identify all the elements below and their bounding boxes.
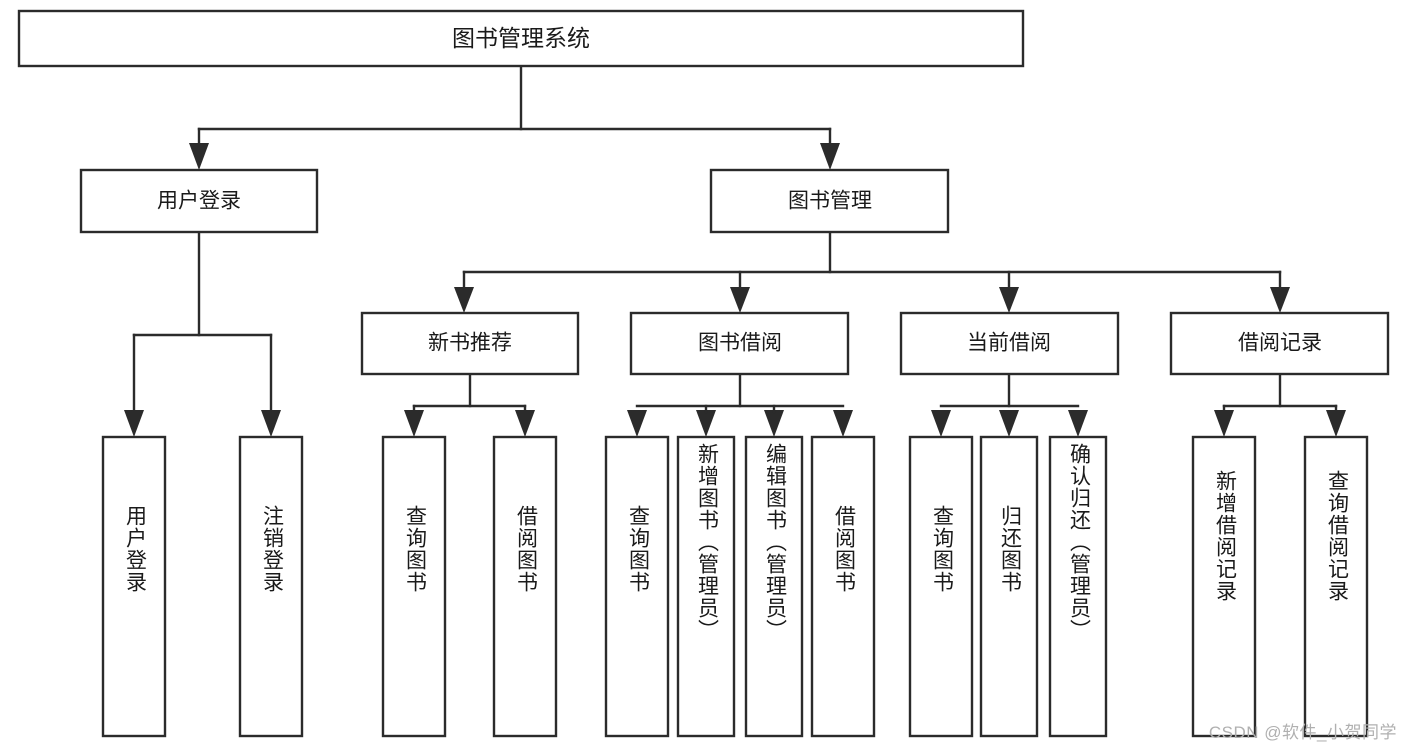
- arrow-head-leaf-return-book: [999, 410, 1019, 437]
- arrow-head-new-book-recommend: [454, 287, 474, 313]
- arrow-head-leaf-borrow-book-2: [833, 410, 853, 437]
- leaf-box-logout-login[interactable]: [238, 435, 304, 738]
- connector-book-management-to-level3: [454, 230, 1290, 313]
- connector-borrow-record-to-leaves: [1214, 372, 1346, 437]
- leaf-box-return-book[interactable]: [979, 435, 1039, 738]
- node-borrow-record-box[interactable]: [1169, 311, 1390, 376]
- node-root-label: 图书管理系统: [452, 25, 590, 51]
- node-borrow-record[interactable]: 借阅记录: [1169, 311, 1390, 376]
- leaf-boxes-borrow-record: [1191, 435, 1369, 738]
- leaf-box-query-book-1[interactable]: [381, 435, 447, 738]
- leaf-boxes-user-login: [101, 435, 304, 738]
- leaf-box-add-book-admin[interactable]: [676, 435, 736, 738]
- arrow-head-current-borrow: [999, 287, 1019, 313]
- arrow-head-leaf-query-book-1: [404, 410, 424, 437]
- connector-current-borrow-to-leaves: [931, 372, 1088, 437]
- node-book-borrow-box[interactable]: [629, 311, 850, 376]
- node-current-borrow[interactable]: 当前借阅: [899, 311, 1120, 376]
- connector-root-to-level2: [189, 64, 840, 170]
- leaf-box-query-book-2[interactable]: [604, 435, 670, 738]
- arrow-head-user-login: [189, 143, 209, 170]
- node-user-login-label: 用户登录: [157, 190, 241, 213]
- watermark-text: CSDN @软件_小贺同学: [1208, 723, 1397, 742]
- arrow-head-leaf-confirm-return-admin: [1068, 410, 1088, 437]
- leaf-box-borrow-book-2[interactable]: [810, 435, 876, 738]
- leaf-boxes-new-book-recommend: [381, 435, 558, 738]
- arrow-head-leaf-add-borrow-record: [1214, 410, 1234, 437]
- leaf-box-add-borrow-record[interactable]: [1191, 435, 1257, 738]
- leaf-box-borrow-book-1[interactable]: [492, 435, 558, 738]
- node-new-book-recommend-box[interactable]: [360, 311, 580, 376]
- arrow-head-leaf-edit-book-admin: [764, 410, 784, 437]
- node-book-management-box[interactable]: [709, 168, 950, 234]
- node-current-borrow-label: 当前借阅: [967, 332, 1051, 355]
- leaf-boxes-current-borrow: [908, 435, 1108, 738]
- node-new-book-recommend[interactable]: 新书推荐: [360, 311, 580, 376]
- connector-new-book-to-leaves: [404, 372, 535, 437]
- leaf-box-user-login[interactable]: [101, 435, 167, 738]
- arrow-head-book-management: [820, 143, 840, 170]
- leaf-box-edit-book-admin[interactable]: [744, 435, 804, 738]
- arrow-head-book-borrow: [730, 287, 750, 313]
- node-user-login-box[interactable]: [79, 168, 319, 234]
- connector-book-borrow-to-leaves: [627, 372, 853, 437]
- leaf-box-query-book-3[interactable]: [908, 435, 974, 738]
- arrow-head-borrow-record: [1270, 287, 1290, 313]
- leaf-box-query-borrow-record[interactable]: [1303, 435, 1369, 738]
- node-current-borrow-box[interactable]: [899, 311, 1120, 376]
- arrow-head-leaf-user-login: [124, 410, 144, 437]
- node-borrow-record-label: 借阅记录: [1238, 332, 1322, 355]
- leaf-boxes-book-borrow: [604, 435, 876, 738]
- node-book-borrow-label: 图书借阅: [698, 332, 782, 355]
- arrow-head-leaf-borrow-book-1: [515, 410, 535, 437]
- node-new-book-recommend-label: 新书推荐: [428, 332, 512, 355]
- arrow-head-leaf-query-book-3: [931, 410, 951, 437]
- node-book-management[interactable]: 图书管理: [709, 168, 950, 234]
- arrow-head-leaf-add-book-admin: [696, 410, 716, 437]
- node-book-borrow[interactable]: 图书借阅: [629, 311, 850, 376]
- node-user-login[interactable]: 用户登录: [79, 168, 319, 234]
- arrow-head-leaf-logout-login: [261, 410, 281, 437]
- leaf-box-confirm-return-admin[interactable]: [1048, 435, 1108, 738]
- connector-user-login-to-leaves: [124, 230, 281, 437]
- arrow-head-leaf-query-borrow-record: [1326, 410, 1346, 437]
- node-book-management-label: 图书管理: [788, 190, 872, 213]
- node-root-box[interactable]: [17, 9, 1025, 68]
- node-root[interactable]: 图书管理系统: [17, 9, 1025, 68]
- arrow-head-leaf-query-book-2: [627, 410, 647, 437]
